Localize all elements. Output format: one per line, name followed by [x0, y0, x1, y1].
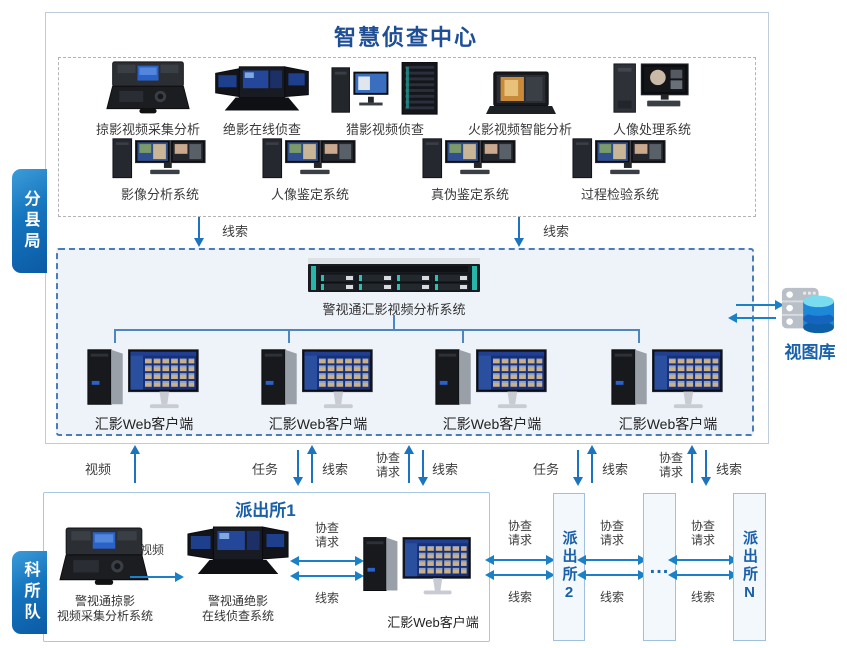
gap2-assist-double-arrow	[577, 555, 647, 565]
gap1-assist-label: 协查 请求	[507, 519, 532, 547]
tower-monitor-icon	[612, 62, 694, 118]
task-flow-label-2: 任务	[533, 462, 560, 477]
clue-up-arrow-1	[307, 445, 317, 483]
station1-assist-label: 协查 请求	[314, 521, 339, 549]
station1-video-label: 视频	[139, 543, 164, 557]
repository-label: 视图库	[784, 343, 836, 362]
repo-arrow-right	[736, 300, 784, 310]
assist-up-arrow-2	[687, 445, 697, 483]
web-client-label-3: 汇影Web客户端	[442, 416, 542, 432]
web-client-label-4: 汇影Web客户端	[618, 416, 718, 432]
assist-request-label-1: 协查 请求	[375, 451, 400, 479]
gap3-assist-label: 协查 请求	[690, 519, 715, 547]
station1-device2-label: 警视通绝影 在线侦查系统	[201, 594, 274, 623]
device-label-lieying: 猎影视频侦查	[345, 122, 424, 137]
assist-up-arrow-1	[404, 445, 414, 483]
server-connector-line	[393, 315, 395, 330]
org-tab-county-bureau: 分县局	[12, 169, 47, 273]
rack-server-icon	[308, 258, 480, 296]
gap3-clue-label: 线索	[690, 590, 715, 604]
station1-clue-double-arrow	[290, 571, 364, 581]
org-tab-county-bureau-label: 分县局	[21, 189, 39, 253]
video-flow-label: 视频	[85, 462, 112, 477]
clue-flow-label-1: 线索	[322, 462, 349, 477]
gap1-clue-label: 线索	[507, 590, 532, 604]
station1-clue-label: 线索	[314, 591, 339, 605]
laptop-icon	[486, 70, 556, 116]
pc-with-rack-icon	[330, 62, 442, 118]
station1-briefcase-icon	[58, 526, 150, 590]
client-drop-line-2	[288, 331, 290, 343]
gap1-clue-double-arrow	[485, 570, 555, 580]
device-label-face-processing: 人像处理系统	[612, 122, 691, 137]
gap2-assist-label: 协查 请求	[599, 519, 624, 547]
gap2-clue-label: 线索	[599, 590, 624, 604]
station1-title: 派出所1	[235, 501, 296, 520]
client-drop-line-3	[462, 331, 464, 343]
dual-monitor-workstation-icon	[111, 137, 209, 183]
station2-box: 派出所2	[553, 493, 585, 641]
station1-web-client-icon	[360, 530, 476, 600]
clue-flow-label-2: 线索	[432, 462, 459, 477]
clue-label-right: 线索	[543, 224, 570, 239]
device-label-process-inspection: 过程检验系统	[580, 187, 659, 202]
clue-up-arrow-2	[587, 445, 597, 483]
station1-console-icon	[184, 524, 292, 582]
task-flow-label-1: 任务	[252, 462, 279, 477]
station1-device1-label: 警视通掠影 视频采集分析系统	[56, 594, 153, 623]
video-up-arrow	[130, 445, 140, 483]
stationN-label: 派出所N	[741, 530, 758, 604]
clue-down-arrow-2	[701, 450, 711, 486]
clue-flow-label-3: 线索	[602, 462, 629, 477]
gap3-clue-double-arrow	[668, 570, 738, 580]
folding-console-icon	[212, 64, 312, 118]
task-down-arrow-2	[573, 450, 583, 486]
station2-label: 派出所2	[560, 530, 578, 604]
hub-server-label: 警视通汇影视频分析系统	[322, 302, 466, 317]
gap1-assist-double-arrow	[485, 555, 555, 565]
web-client-label-2: 汇影Web客户端	[268, 416, 368, 432]
web-client-workstation-icon	[608, 342, 728, 414]
repo-arrow-left	[728, 313, 776, 323]
device-label-face-identification: 人像鉴定系统	[270, 187, 349, 202]
clue-down-arrow-right	[514, 217, 524, 247]
task-down-arrow-1	[293, 450, 303, 486]
dual-monitor-workstation-icon	[571, 137, 669, 183]
client-drop-line-4	[638, 331, 640, 343]
device-label-image-analysis: 影像分析系统	[120, 187, 199, 202]
web-client-workstation-icon	[84, 342, 204, 414]
station1-web-client-label: 汇影Web客户端	[387, 615, 479, 630]
station1-assist-double-arrow	[290, 556, 364, 566]
org-tab-station-team: 科所队	[12, 551, 47, 634]
clue-down-arrow-left	[194, 217, 204, 247]
client-drop-line-1	[114, 331, 116, 343]
web-client-workstation-icon	[432, 342, 552, 414]
stationN-box: 派出所N	[733, 493, 766, 641]
briefcase-kit-icon	[105, 60, 191, 118]
assist-request-label-2: 协查 请求	[658, 451, 683, 479]
clue-flow-label-4: 线索	[716, 462, 743, 477]
clue-down-arrow-1	[418, 450, 428, 486]
dual-monitor-workstation-icon	[421, 137, 519, 183]
center-title: 智慧侦查中心	[333, 25, 478, 50]
clue-label-left: 线索	[222, 224, 249, 239]
stations-ellipsis-box: ...	[643, 493, 676, 641]
dual-monitor-workstation-icon	[261, 137, 359, 183]
web-client-label-1: 汇影Web客户端	[94, 416, 194, 432]
device-label-authenticity: 真伪鉴定系统	[430, 187, 509, 202]
web-client-workstation-icon	[258, 342, 378, 414]
gap3-assist-double-arrow	[668, 555, 738, 565]
device-label-jueying: 绝影在线侦查	[222, 122, 301, 137]
station1-video-arrow	[130, 572, 184, 582]
gap2-clue-double-arrow	[577, 570, 647, 580]
stations-ellipsis: ...	[649, 556, 670, 578]
org-tab-station-team-label: 科所队	[21, 561, 39, 624]
device-label-huoying: 火影视频智能分析	[467, 122, 572, 137]
device-label-lveying: 掠影视频采集分析	[95, 122, 200, 137]
repository-database-icon	[780, 284, 834, 338]
hub-bus-line	[114, 329, 640, 331]
